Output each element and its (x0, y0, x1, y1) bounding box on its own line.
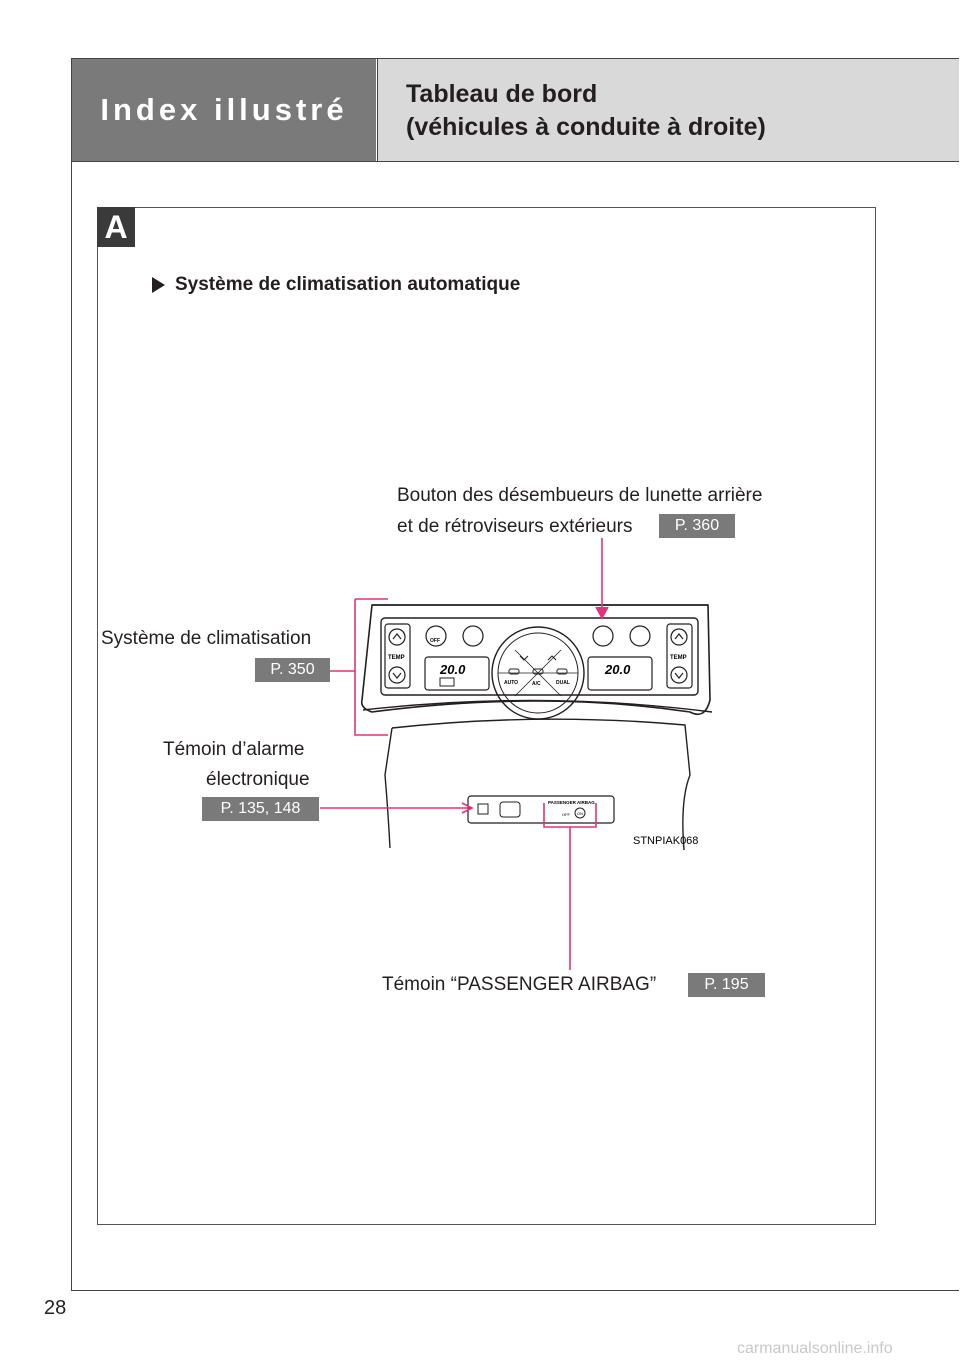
section-box (97, 207, 876, 1225)
rear-defog-button (592, 625, 614, 647)
display-left (424, 656, 490, 691)
watermark: carmanualsonline.info (737, 1340, 893, 1357)
temp-right-label: TEMP (670, 655, 687, 661)
front-defog-button (462, 625, 484, 647)
section-badge: A (97, 207, 135, 247)
airbag-on-label: ON (577, 811, 583, 816)
temp-down-left-button (388, 666, 406, 684)
page-number: 28 (44, 1297, 67, 1319)
sub-heading-text: Système de climatisation automatique (175, 274, 521, 295)
page-title-line1: Tableau de bord (406, 80, 598, 108)
temp-up-left-button (388, 628, 406, 646)
temp-left-column (384, 623, 411, 689)
header-divider (72, 161, 959, 162)
sub-heading: Système de climatisation automatique (152, 274, 520, 296)
airbag-page-ref[interactable]: P. 195 (688, 973, 765, 997)
alarm-label-line2: électronique (206, 769, 310, 790)
temp-up-right-button (670, 628, 688, 646)
dual-label: DUAL (556, 680, 570, 686)
display-right (587, 656, 653, 691)
airbag-label: Témoin “PASSENGER AIRBAG” (382, 974, 657, 995)
airbag-on-indicator (574, 807, 586, 819)
arrow-right-icon (152, 277, 165, 293)
aircon-label: Système de climatisation (101, 628, 312, 649)
alarm-page-ref[interactable]: P. 135, 148 (202, 797, 319, 821)
temp-left-label: TEMP (388, 655, 405, 661)
display-right-value: 20.0 (604, 662, 631, 677)
airbag-leader (543, 803, 597, 970)
temp-down-right-button (670, 666, 688, 684)
console-outline (391, 718, 691, 851)
display-left-value: 20.0 (439, 662, 466, 677)
auto-label: AUTO (504, 680, 518, 686)
off-label: OFF (430, 638, 440, 644)
fan-off-button (425, 625, 447, 647)
security-indicator-icon (477, 803, 489, 815)
defogger-label-line2: et de rétroviseurs extérieurs (397, 516, 633, 537)
image-code: STNPIAK068 (633, 835, 698, 847)
airbag-indicator-label: PASSENGER AIRBAG (548, 800, 595, 805)
defogger-page-ref[interactable]: P. 360 (659, 514, 735, 538)
defogger-label-line1: Bouton des désembueurs de lunette arrièr… (397, 485, 763, 506)
alarm-label-line1: Témoin d’alarme (163, 739, 305, 760)
aircon-page-ref[interactable]: P. 350 (255, 658, 330, 682)
temp-right-column (666, 623, 693, 689)
page-title-line2: (véhicules à conduite à droite) (406, 113, 766, 141)
page-frame (71, 58, 959, 1291)
recirculation-button (629, 625, 651, 647)
ac-label: A/C (532, 681, 541, 687)
section-title: Index illustré (100, 92, 348, 127)
section-title-tab: Index illustré (72, 59, 376, 161)
leader-lines (320, 538, 609, 970)
page-title: Tableau de bord (véhicules à conduite à … (377, 59, 959, 161)
airbag-off-label: OFF (562, 812, 571, 817)
panel-outline (360, 604, 711, 716)
central-dial (491, 626, 585, 720)
aircon-bracket (330, 598, 388, 736)
